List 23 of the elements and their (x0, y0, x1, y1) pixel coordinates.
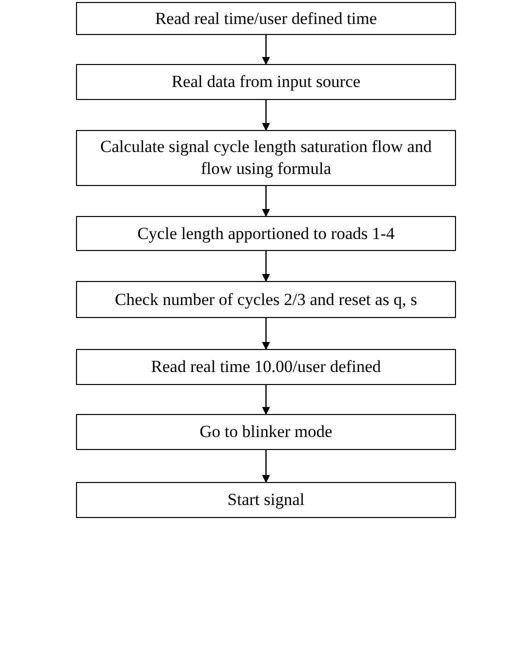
process-box (76, 2, 456, 35)
arrow (262, 318, 270, 350)
process-box (76, 216, 456, 251)
arrow (262, 450, 270, 483)
arrow (262, 100, 270, 131)
step-text: Calculate signal cycle length saturation flow and flow using formula (99, 136, 433, 180)
arrow (262, 186, 270, 217)
arrow (262, 251, 270, 282)
process-box (76, 349, 456, 385)
step-text: Cycle length apportioned to roads 1-4 (137, 222, 395, 244)
step-text: Start signal (228, 489, 304, 511)
step-text: Read real time/user defined time (155, 8, 377, 30)
process-box (76, 64, 456, 100)
step-text: Go to blinker mode (200, 421, 332, 443)
step-text: Read real time 10.00/user defined (151, 356, 381, 378)
step-text: Check number of cycles 2/3 and reset as q, s (114, 288, 418, 310)
step-text: Real data from input source (172, 71, 360, 93)
arrow (262, 385, 270, 415)
process-box (76, 482, 456, 518)
arrow (262, 35, 270, 65)
process-box (76, 130, 456, 186)
process-box (76, 281, 456, 318)
process-box (76, 414, 456, 450)
